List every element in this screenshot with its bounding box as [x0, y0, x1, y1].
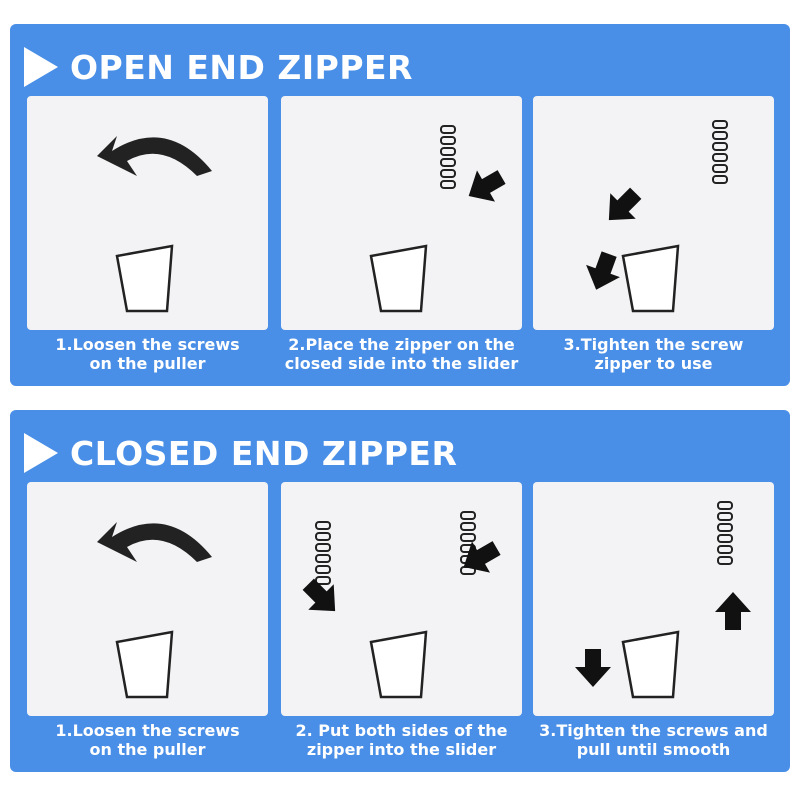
- section-title: OPEN END ZIPPER: [24, 44, 413, 90]
- caption-line: 3.Tighten the screws and: [539, 721, 768, 740]
- caption-line: pull until smooth: [576, 740, 731, 759]
- direction-arrow-icon: [468, 170, 506, 202]
- caption-line: 1.Loosen the screws: [55, 335, 240, 354]
- direction-arrow-icon: [586, 251, 620, 290]
- step-illustration-place: [281, 96, 522, 330]
- rotate-arrow-icon: [97, 136, 212, 176]
- step-illustration-pull: [533, 482, 774, 716]
- loosen-screw-illustration: [97, 522, 212, 699]
- caption-line: on the puller: [89, 354, 206, 373]
- zipper-teeth: [440, 125, 456, 189]
- section-title-text: OPEN END ZIPPER: [70, 47, 413, 87]
- direction-arrow-icon: [575, 649, 611, 687]
- play-triangle-icon: [24, 433, 58, 473]
- caption-line: 2. Put both sides of the: [295, 721, 508, 740]
- direction-arrow-icon: [608, 187, 642, 221]
- caption-line: zipper into the slider: [306, 740, 497, 759]
- caption-line: zipper to use: [594, 354, 713, 373]
- caption-line: closed side into the slider: [284, 354, 519, 373]
- caption-line: 2.Place the zipper on the: [288, 335, 515, 354]
- insert-zipper-illustration: [302, 511, 501, 699]
- play-triangle-icon: [24, 47, 58, 87]
- direction-arrow-icon: [715, 592, 751, 630]
- place-zipper-illustration: [369, 125, 506, 313]
- zipper-teeth: [717, 501, 733, 565]
- zipper-teeth: [712, 120, 728, 184]
- direction-arrow-icon: [302, 578, 336, 612]
- tighten-pull-illustration: [575, 501, 751, 699]
- direction-arrow-icon: [463, 541, 501, 573]
- caption-line: 1.Loosen the screws: [55, 721, 240, 740]
- step-illustration-loosen: [27, 96, 268, 330]
- step-illustration-tighten: [533, 96, 774, 330]
- tighten-screw-illustration: [586, 120, 728, 313]
- caption-line: 3.Tighten the screw: [563, 335, 744, 354]
- zipper-teeth: [315, 521, 331, 585]
- loosen-screw-illustration: [97, 136, 212, 313]
- step-illustration-insert: [281, 482, 522, 716]
- step-illustration-loosen: [27, 482, 268, 716]
- section-title-text: CLOSED END ZIPPER: [70, 433, 458, 473]
- section-title: CLOSED END ZIPPER: [24, 430, 457, 476]
- caption-line: on the puller: [89, 740, 206, 759]
- rotate-arrow-icon: [97, 522, 212, 562]
